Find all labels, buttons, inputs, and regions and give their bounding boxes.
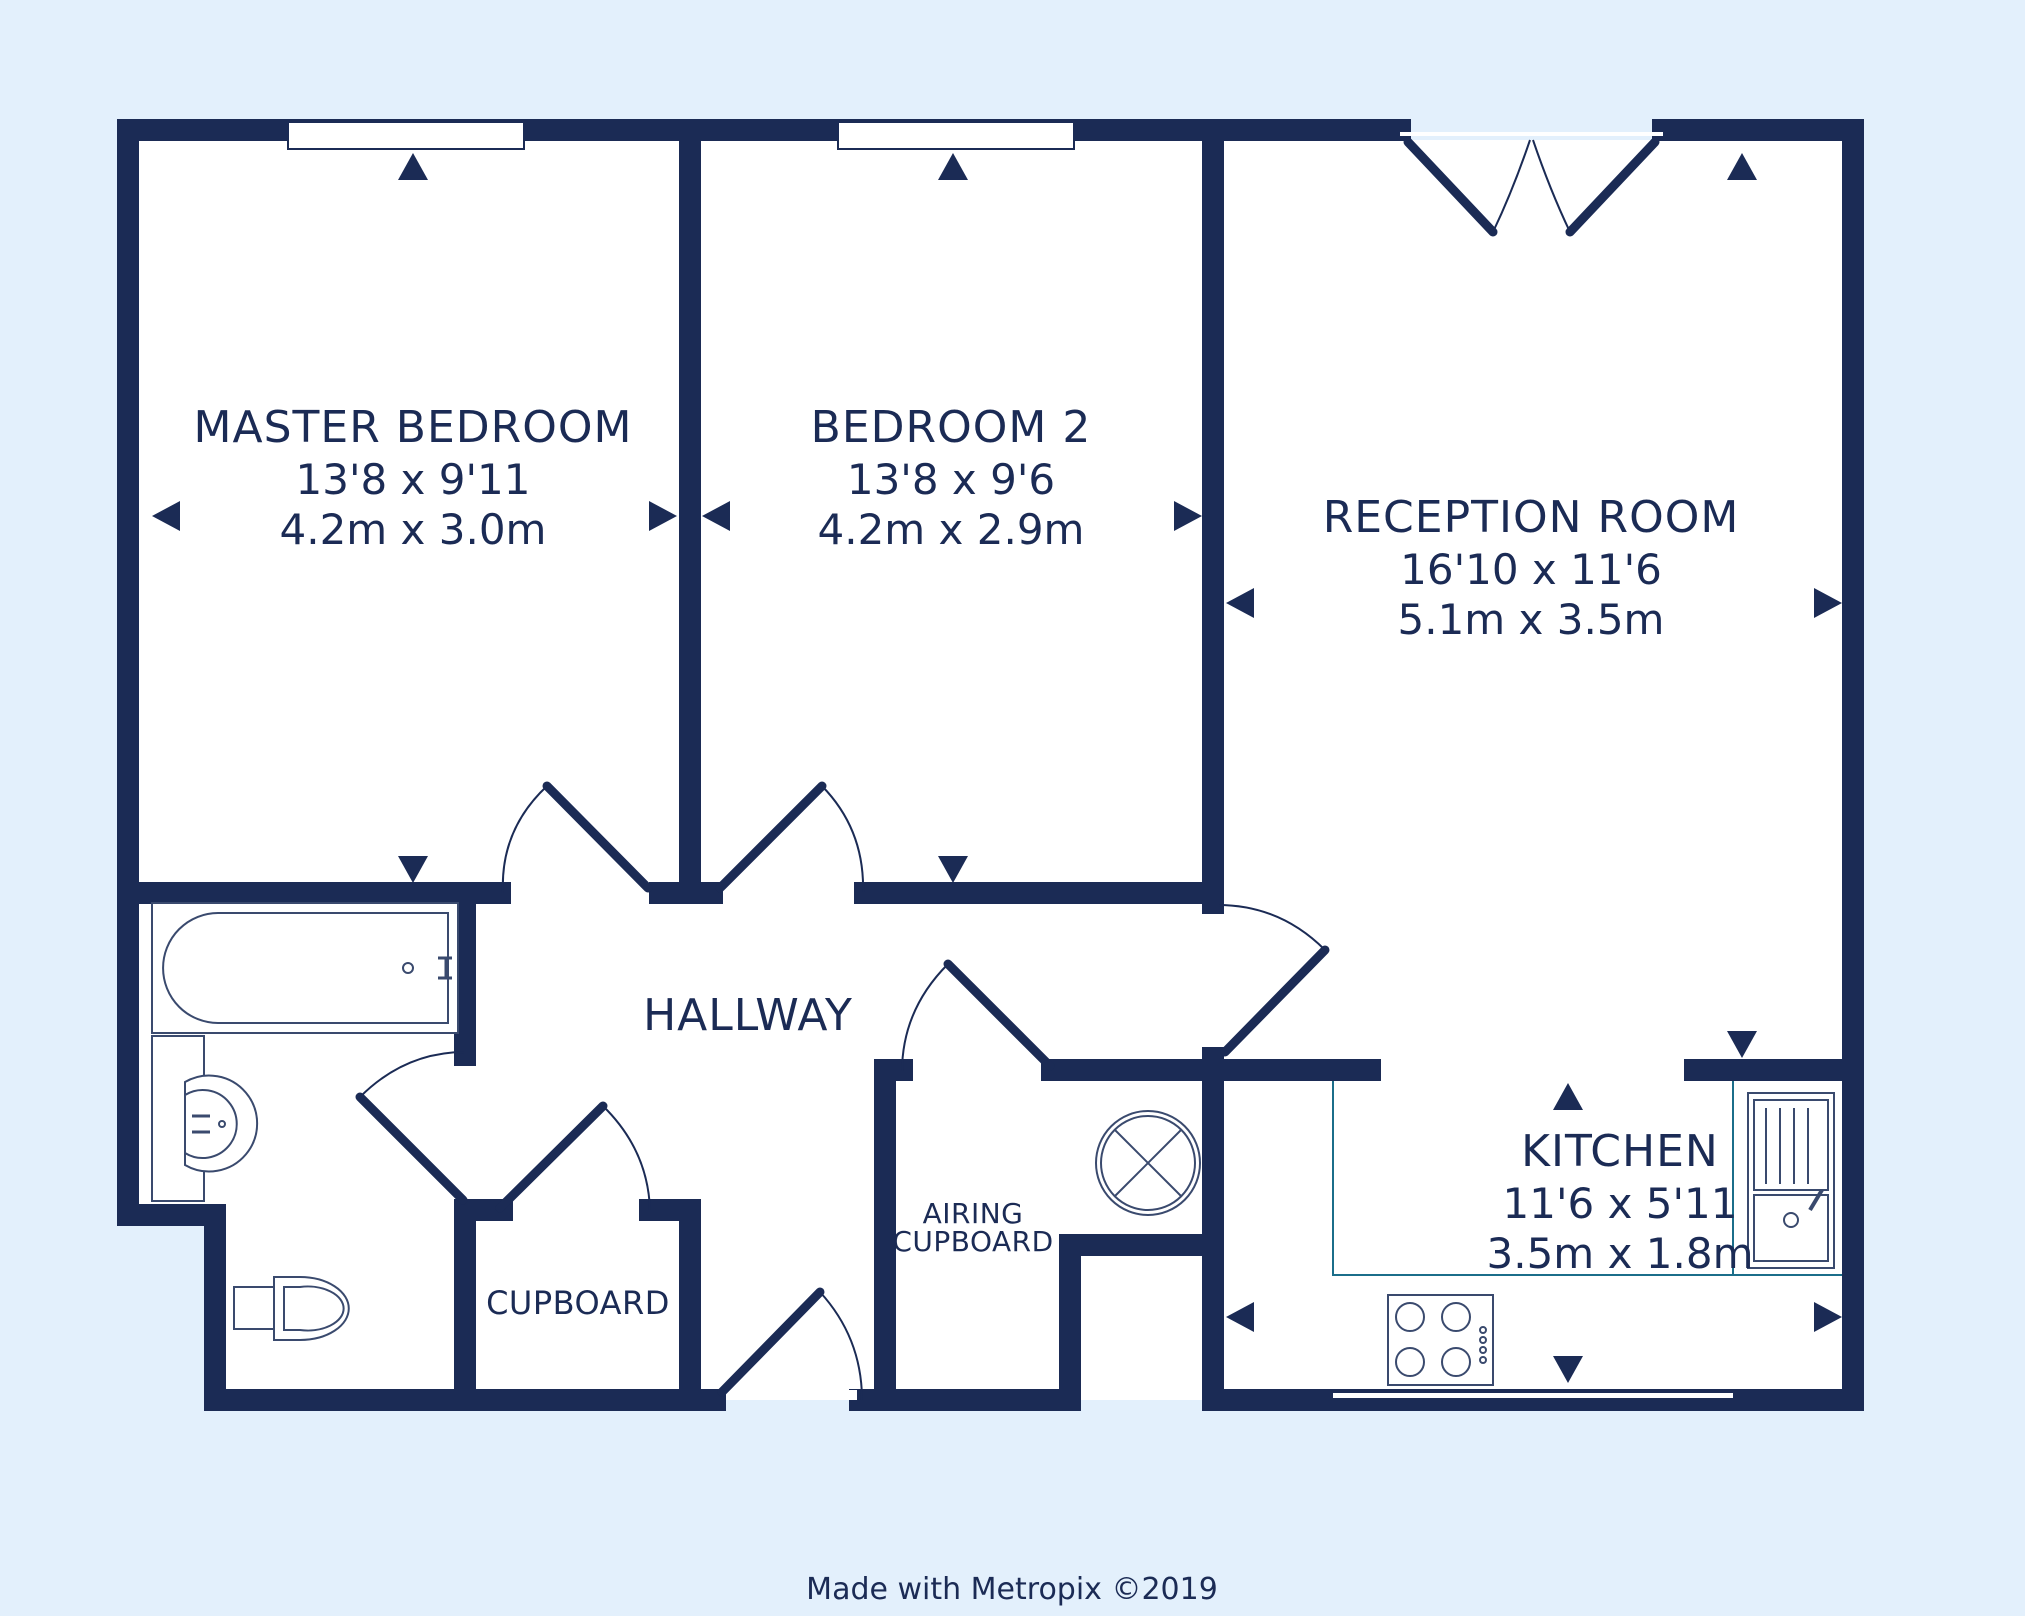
floor-area xyxy=(138,140,1853,1400)
walls xyxy=(117,119,1864,1411)
arrow-right-icon xyxy=(1814,588,1842,618)
room-metric: 5.1m x 3.5m xyxy=(1397,595,1665,645)
room-imperial: 16'10 x 11'6 xyxy=(1400,544,1662,594)
arrow-up-icon xyxy=(398,153,428,180)
arrow-right-icon xyxy=(649,501,677,531)
room-hallway: HALLWAY xyxy=(643,990,853,1043)
arrow-right-icon xyxy=(1174,501,1202,531)
door-bathroom xyxy=(355,1051,468,1205)
arrow-down-icon xyxy=(1727,1031,1757,1058)
window-bedroom-2 xyxy=(837,121,1075,150)
arrow-left-icon xyxy=(702,501,730,531)
arrow-left-icon xyxy=(1226,1302,1254,1332)
room-metric: 3.5m x 1.8m xyxy=(1486,1229,1754,1279)
room-metric: 4.2m x 3.0m xyxy=(279,505,547,555)
door-airing-cupboard xyxy=(901,959,1055,1073)
room-name-line2: CUPBOARD xyxy=(892,1225,1054,1258)
room-imperial: 13'8 x 9'11 xyxy=(295,454,531,504)
room-name: CUPBOARD xyxy=(486,1284,670,1322)
toilet-icon xyxy=(233,1276,350,1341)
bath-icon xyxy=(151,902,459,1034)
room-imperial: 11'6 x 5'11 xyxy=(1502,1178,1738,1228)
room-name: KITCHEN xyxy=(1521,1126,1719,1177)
door-bedroom-2 xyxy=(715,781,865,894)
sink-icon xyxy=(1747,1092,1835,1269)
window-front-door xyxy=(727,1390,857,1400)
room-bedroom-2: BEDROOM 2 13'8 x 9'6 4.2m x 2.9m xyxy=(811,402,1092,556)
room-reception: RECEPTION ROOM 16'10 x 11'6 5.1m x 3.5m xyxy=(1323,492,1740,646)
window-master-bedroom xyxy=(287,121,525,150)
window-kitchen xyxy=(1333,1393,1733,1398)
door-reception xyxy=(1217,904,1330,1057)
dimension-arrows xyxy=(152,153,1842,1383)
door-front xyxy=(717,1287,863,1401)
room-name: RECEPTION ROOM xyxy=(1322,492,1740,543)
arrow-up-icon xyxy=(1553,1083,1583,1110)
arrow-down-icon xyxy=(938,856,968,883)
room-name-line1: AIRING xyxy=(922,1197,1024,1230)
door-master-bedroom xyxy=(501,781,653,894)
hob-icon xyxy=(1387,1294,1494,1386)
arrow-up-icon xyxy=(1727,153,1757,180)
arrow-right-icon xyxy=(1814,1302,1842,1332)
arrow-up-icon xyxy=(938,153,968,180)
boiler-icon xyxy=(1095,1110,1201,1216)
room-metric: 4.2m x 2.9m xyxy=(817,505,1085,555)
doors xyxy=(355,132,1663,1401)
room-imperial: 13'8 x 9'6 xyxy=(846,454,1056,504)
room-name: BEDROOM 2 xyxy=(810,402,1092,453)
door-reception-french xyxy=(1400,132,1663,237)
room-cupboard: CUPBOARD xyxy=(486,1284,670,1322)
room-airing-cupboard: AIRING CUPBOARD xyxy=(892,1200,1053,1256)
arrow-down-icon xyxy=(1553,1356,1583,1383)
room-name: MASTER BEDROOM xyxy=(193,402,633,453)
arrow-left-icon xyxy=(1226,588,1254,618)
basin-icon xyxy=(151,1035,259,1202)
arrow-left-icon xyxy=(152,501,180,531)
room-kitchen: KITCHEN 11'6 x 5'11 3.5m x 1.8m xyxy=(1487,1126,1754,1280)
kitchen-worktop xyxy=(1332,1081,1842,1276)
door-cupboard xyxy=(495,1101,651,1213)
windows xyxy=(287,121,1733,1400)
room-master-bedroom: MASTER BEDROOM 13'8 x 9'11 4.2m x 3.0m xyxy=(194,402,633,556)
room-name: HALLWAY xyxy=(643,990,853,1041)
footer-credit: Made with Metropix ©2019 xyxy=(806,1572,1218,1607)
arrow-down-icon xyxy=(398,856,428,883)
